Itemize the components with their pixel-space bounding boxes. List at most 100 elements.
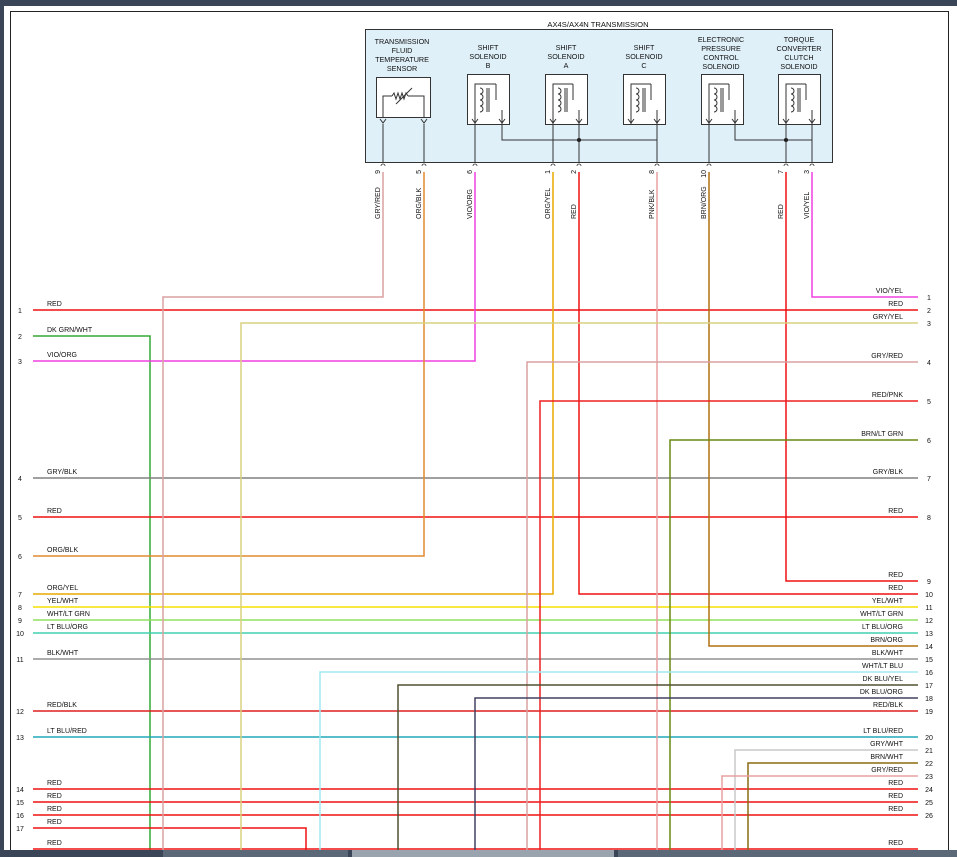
right-wire-number: 18 [925, 696, 933, 703]
right-wire-number: 8 [927, 515, 931, 522]
right-wire-label: RED [888, 572, 903, 579]
page-frame [10, 11, 949, 857]
pin-chevron [731, 118, 739, 124]
right-wire-number: 25 [925, 800, 933, 807]
left-wire-label: RED [47, 793, 62, 800]
right-wire-label: RED [888, 508, 903, 515]
left-wire-number: 8 [18, 605, 22, 612]
right-wire-label: GRY/RED [871, 353, 903, 360]
right-wire-label: GRY/BLK [873, 469, 904, 476]
connector-pin-number: 7 [778, 170, 785, 174]
coil-winding [635, 87, 640, 113]
left-wire-number: 1 [18, 308, 22, 315]
window-top-border [0, 0, 957, 6]
left-wire-label: BLK/WHT [47, 650, 79, 657]
connector-cavity [783, 163, 789, 167]
connector-pin-number: 3 [804, 170, 811, 174]
module-title: AX4S/AX4N TRANSMISSION [547, 20, 648, 29]
coil-winding [713, 87, 718, 113]
epc-label-line: CONTROL [703, 53, 738, 62]
right-wire-label: RED/BLK [873, 702, 903, 709]
right-wire-number: 2 [927, 308, 931, 315]
pin-chevron [808, 118, 816, 124]
pin-chevron [471, 118, 479, 124]
wire-red-pin2 [578, 172, 918, 595]
connector-wire-label: VIO/ORG [467, 189, 474, 219]
right-wire-label: RED [888, 301, 903, 308]
connector-pin-number: 5 [416, 170, 423, 174]
left-wire-number: 12 [16, 709, 24, 716]
right-wire-number: 10 [925, 592, 933, 599]
right-wire-label: DK BLU/YEL [863, 676, 904, 683]
tcc-label-line: SOLENOID [780, 62, 817, 71]
wire-gry-red [526, 361, 918, 857]
wire-dk-blu-org [474, 697, 918, 857]
left-wire-label: RED [47, 819, 62, 826]
pin-chevron [379, 118, 387, 124]
left-wire-label: DK GRN/WHT [47, 327, 93, 334]
connector-pin-number: 1 [545, 170, 552, 174]
connector-pin-number: 9 [375, 170, 382, 174]
wire-red-pnk [539, 400, 918, 857]
right-wire-number: 24 [925, 787, 933, 794]
right-wire-label: RED [888, 793, 903, 800]
right-wire-number: 26 [925, 813, 933, 820]
connector-wire-label: RED [778, 204, 785, 219]
coil-winding [557, 87, 562, 113]
transmission-module-box [365, 29, 833, 163]
left-wire-label: WHT/LT GRN [47, 611, 90, 618]
right-wire-number: 13 [925, 631, 933, 638]
right-wire-label: LT BLU/RED [863, 728, 903, 735]
right-wire-label: DK BLU/ORG [860, 689, 903, 696]
pin-chevron [498, 118, 506, 124]
solenoid-coil-icon [467, 74, 510, 125]
ssc-label-line: SHIFT [634, 43, 655, 52]
right-wire-label: RED [888, 840, 903, 847]
left-wire-number: 15 [16, 800, 24, 807]
connector-pin-number: 10 [701, 170, 708, 178]
ssc-label-line: SOLENOID [625, 52, 662, 61]
left-wire-number: 7 [18, 592, 22, 599]
wire-vio-yel-pin3 [811, 172, 918, 298]
right-wire-label: RED [888, 780, 903, 787]
coil-lead [474, 83, 496, 124]
wire-org-blk [33, 172, 425, 557]
connector-wire-label: ORG/BLK [416, 188, 423, 219]
connector-cavity [706, 163, 712, 167]
ssa-label-line: SOLENOID [547, 52, 584, 61]
thermistor-lead [382, 95, 392, 117]
right-wire-label: GRY/RED [871, 767, 903, 774]
right-wire-label: GRY/YEL [873, 314, 903, 321]
left-wire-label: ORG/BLK [47, 547, 78, 554]
connector-wire-label: BRN/ORG [701, 186, 708, 219]
right-wire-number: 23 [925, 774, 933, 781]
pin-chevron [653, 118, 661, 124]
left-wire-label: RED/BLK [47, 702, 77, 709]
left-wire-number: 13 [16, 735, 24, 742]
wire-brn-wht [747, 762, 918, 857]
ssa-label-line: A [564, 61, 569, 70]
left-wire-label: RED [47, 806, 62, 813]
epc-label-line: SOLENOID [702, 62, 739, 71]
right-wire-number: 6 [927, 438, 931, 445]
solenoid-coil-icon [545, 74, 588, 125]
connector-cavity [809, 163, 815, 167]
right-wire-label: RED [888, 806, 903, 813]
bottom-scroll-thumb[interactable] [352, 850, 614, 857]
right-wire-label: BRN/LT GRN [861, 431, 903, 438]
tcc-label-line: CONVERTER [777, 44, 822, 53]
tft-label-line: SENSOR [387, 64, 417, 73]
right-wire-number: 12 [925, 618, 933, 625]
wire-wht-lt-blu [319, 671, 918, 857]
left-wire-number: 5 [18, 515, 22, 522]
connector-pin-number: 2 [571, 170, 578, 174]
left-wire-label: RED [47, 301, 62, 308]
tft-label-line: FLUID [392, 46, 413, 55]
right-wire-label: VIO/YEL [876, 288, 903, 295]
tft-label-line: TRANSMISSION [375, 37, 430, 46]
left-wire-number: 2 [18, 334, 22, 341]
left-wire-label: ORG/YEL [47, 585, 78, 592]
right-wire-label: YEL/WHT [872, 598, 904, 605]
